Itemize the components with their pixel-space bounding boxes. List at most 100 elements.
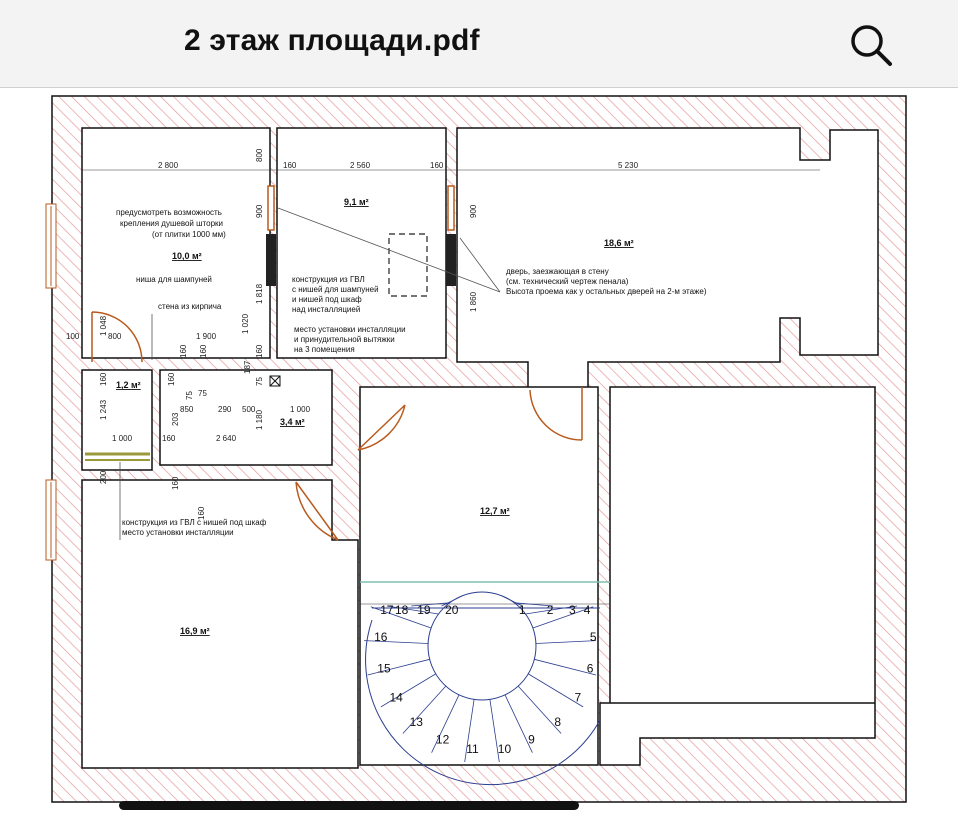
note-text: место установки инсталляции	[294, 325, 406, 334]
stair-tread	[532, 606, 594, 629]
room-area-label: 1,2 м²	[116, 380, 141, 390]
dimension-label: 800	[108, 332, 122, 341]
room-area-label: 18,6 м²	[604, 238, 634, 248]
stair-tread	[534, 658, 597, 676]
dimension-label: 75	[198, 389, 207, 398]
stair-tread	[364, 640, 429, 644]
stair-tread	[402, 685, 447, 734]
stair-tread	[514, 602, 553, 607]
pocket-door-right[interactable]	[447, 185, 455, 231]
search-icon	[851, 25, 892, 66]
note-text: предусмотреть возможность	[116, 208, 222, 217]
dimension-label: 160	[199, 344, 208, 358]
room-area-label: 12,7 м²	[480, 506, 510, 516]
dimension-label: 200	[99, 470, 108, 484]
dimension-label: 1 900	[196, 332, 217, 341]
note-text: (см. технический чертеж пенала)	[506, 277, 629, 286]
stair-step-number: 9	[528, 733, 535, 747]
dimension-label: 900	[469, 204, 478, 218]
dimension-label: 2 800	[158, 161, 179, 170]
stair-step-number: 8	[554, 715, 561, 729]
dimension-label: 203	[171, 412, 180, 426]
dimension-label: 500	[242, 405, 256, 414]
dimension-label: 187	[243, 360, 252, 374]
stair-step-number: 10	[498, 742, 512, 756]
document-title: 2 этаж площади.pdf	[184, 24, 480, 57]
stair-step-number: 4	[584, 603, 591, 617]
door-room-g[interactable]	[295, 481, 339, 541]
note-text: на 3 помещения	[294, 345, 355, 354]
stair-step-number: 3	[569, 603, 576, 617]
stair-tread	[517, 685, 562, 734]
dimension-label: 1 048	[99, 315, 108, 336]
note-text: место установки инсталляции	[122, 528, 234, 537]
stair-tread	[489, 699, 500, 763]
search-button[interactable]	[846, 20, 896, 70]
spiral-staircase	[365, 591, 601, 786]
stair-step-number: 2	[547, 603, 554, 617]
stair-tread	[441, 594, 464, 607]
dimension-label: 1 000	[290, 405, 311, 414]
stair-step-number: 19	[417, 603, 431, 617]
stair-tread	[431, 694, 460, 753]
stair-tread	[367, 658, 430, 676]
dimension-label: 1 180	[255, 409, 264, 430]
door-room-e[interactable]	[357, 404, 406, 451]
stair-tread	[525, 605, 578, 615]
stair-tread	[386, 605, 439, 615]
stair-tread	[464, 699, 475, 763]
dimension-label: 160	[430, 161, 444, 170]
dimension-label: 2 640	[216, 434, 237, 443]
horizontal-scrollbar[interactable]	[119, 801, 579, 810]
stair-step-number: 14	[390, 691, 404, 705]
stair-step-number: 18	[395, 603, 409, 617]
note-text: (от плитки 1000 мм)	[152, 230, 226, 239]
stair-tread	[370, 606, 432, 629]
stair-tread	[500, 594, 523, 607]
stair-step-number: 1	[519, 603, 526, 617]
stair-step-number: 12	[436, 733, 450, 747]
dimension-label: 5 230	[618, 161, 639, 170]
dimension-label: 1 020	[241, 313, 250, 334]
stair-tread	[535, 640, 597, 644]
stair-step-number: 6	[587, 662, 594, 676]
note-text: и нишей под шкаф	[292, 295, 362, 304]
stair-step-number: 13	[410, 715, 424, 729]
stair-tread	[380, 673, 436, 708]
note-text: над инсталляцией	[292, 305, 360, 314]
dimension-label: 800	[255, 148, 264, 162]
note-text: и принудительной вытяжки	[294, 335, 395, 344]
dimension-label: 75	[255, 377, 264, 386]
dimension-label: 75	[185, 391, 194, 400]
stair-tread	[504, 694, 533, 753]
dimension-label: 1 000	[112, 434, 133, 443]
dimension-label: 160	[162, 434, 176, 443]
dimension-label: 160	[99, 372, 108, 386]
pocket-door-left[interactable]	[267, 185, 275, 231]
stair-tread	[528, 673, 584, 708]
stair-step-number: 7	[575, 691, 582, 705]
door-room-c[interactable]	[529, 387, 583, 441]
dimension-label: 160	[179, 344, 188, 358]
app-header: 2 этаж площади.pdf	[0, 0, 958, 88]
dimension-label: 160	[255, 344, 264, 358]
dimension-label: 160	[167, 372, 176, 386]
note-text: Высота проема как у остальных дверей на …	[506, 287, 707, 296]
room-area-label: 16,9 м²	[180, 626, 210, 636]
dimension-label: 160	[197, 506, 206, 520]
stair-step-number: 5	[590, 630, 597, 644]
stair-step-number: 20	[445, 603, 459, 617]
dimension-label: 100	[66, 332, 80, 341]
note-text: стена из кирпича	[158, 302, 222, 311]
stair-step-number: 15	[377, 662, 391, 676]
note-text: конструкция из ГВЛ	[292, 275, 365, 284]
building-walls	[51, 95, 907, 803]
dimension-label: 290	[218, 405, 232, 414]
note-text: крепления душевой шторки	[120, 219, 223, 228]
dimension-label: 160	[283, 161, 297, 170]
note-text: дверь, заезжающая в стену	[506, 267, 609, 276]
dimension-label: 850	[180, 405, 194, 414]
door-room-d[interactable]	[91, 311, 143, 363]
note-text: ниша для шампуней	[136, 275, 212, 284]
